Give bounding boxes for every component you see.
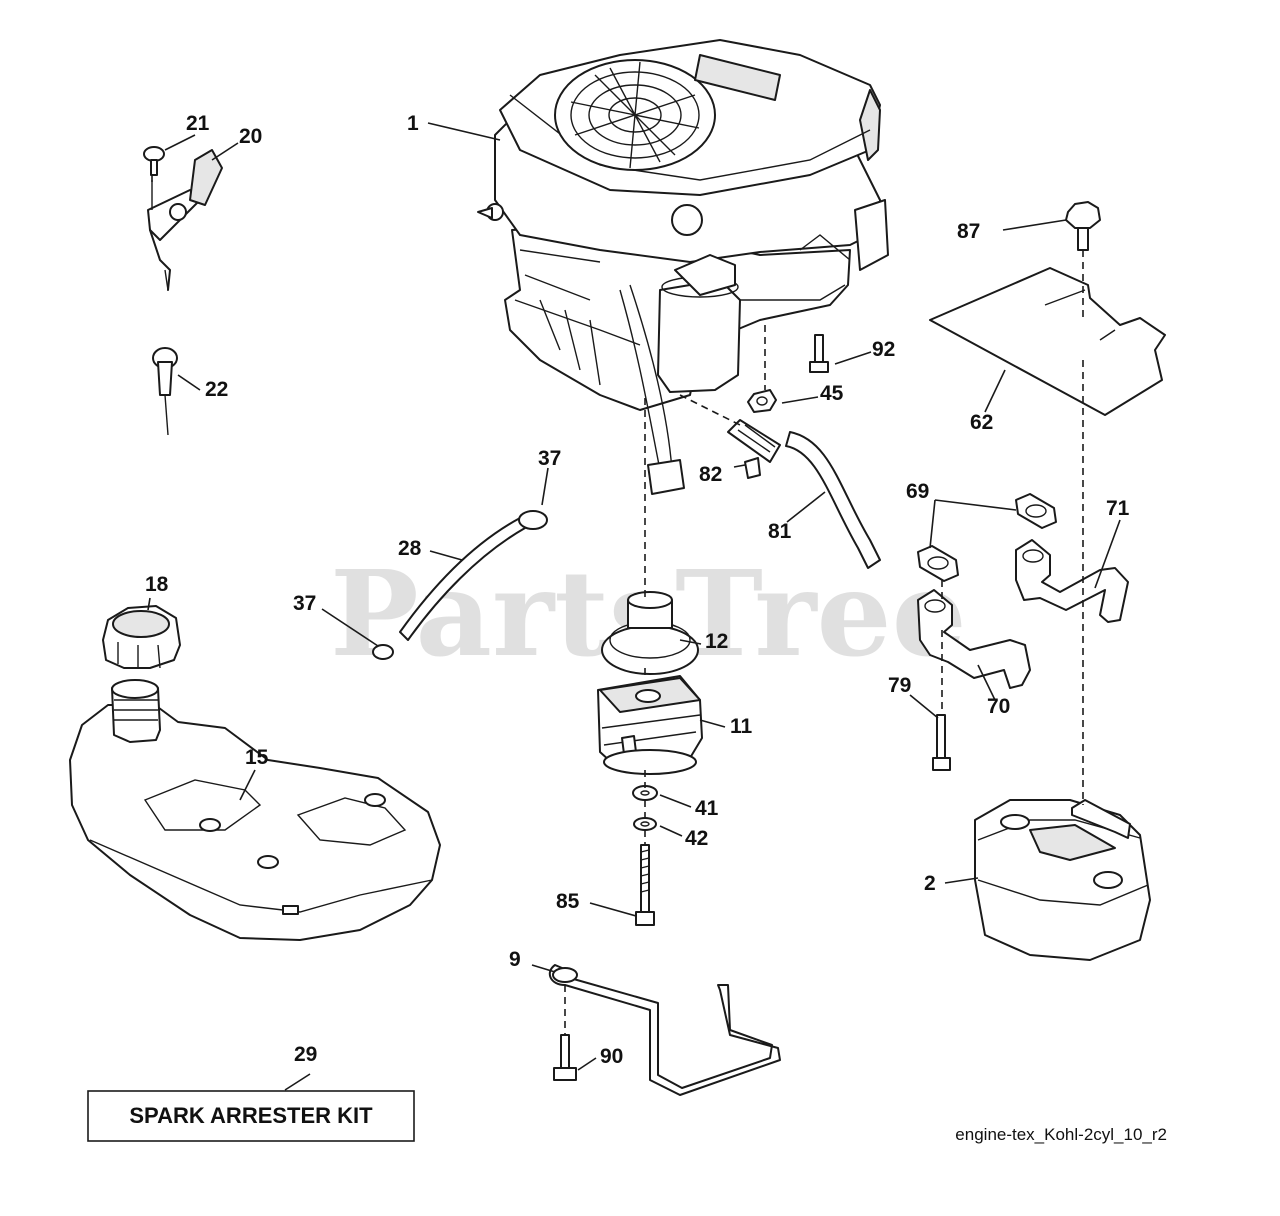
callout-12: 12 (705, 630, 728, 653)
part-81-fuel-hose[interactable] (785, 431, 881, 569)
callout-70: 70 (987, 695, 1010, 718)
part-71-exhaust-pipe[interactable] (1015, 539, 1129, 623)
callout-87: 87 (957, 220, 980, 243)
part-12-pulley[interactable] (601, 591, 699, 675)
part-15-fuel-tank[interactable] (69, 679, 441, 941)
callout-41: 41 (695, 797, 719, 820)
part-62-heat-shield[interactable] (929, 267, 1166, 416)
part-45-nut[interactable] (747, 389, 777, 413)
assembly-lines (151, 175, 1084, 1035)
callout-29: 29 (294, 1043, 317, 1066)
callout-15: 15 (245, 746, 269, 769)
part-37-clamp-upper[interactable] (518, 510, 548, 530)
part-82-fuel-filter[interactable] (727, 419, 781, 479)
callout-28: 28 (398, 537, 422, 560)
callout-90: 90 (600, 1045, 623, 1068)
part-69-gasket-a[interactable] (1015, 493, 1057, 529)
callout-37-lower: 37 (293, 592, 316, 615)
callout-92: 92 (872, 338, 895, 361)
callout-42: 42 (685, 827, 708, 850)
engine[interactable] (477, 39, 889, 495)
part-37-clamp-lower[interactable] (372, 644, 394, 660)
callout-85: 85 (556, 890, 580, 913)
callout-21: 21 (186, 112, 210, 135)
part-79-bolt[interactable] (932, 714, 951, 771)
spark-arrester-kit-box: SPARK ARRESTER KIT (87, 1090, 415, 1142)
leader-lines (147, 122, 1121, 1091)
part-92-bolt[interactable] (809, 334, 829, 373)
callout-37-upper: 37 (538, 447, 561, 470)
part-42-washer[interactable] (633, 817, 657, 831)
spark-arrester-kit-label: SPARK ARRESTER KIT (129, 1103, 373, 1128)
callout-9: 9 (509, 948, 521, 971)
part-9-mounting-bracket[interactable] (548, 964, 781, 1096)
part-85-bolt[interactable] (635, 844, 655, 926)
callout-71: 71 (1106, 497, 1130, 520)
part-90-bolt[interactable] (553, 1034, 577, 1081)
callout-22: 22 (205, 378, 228, 401)
part-87-screw[interactable] (1065, 201, 1101, 251)
part-21-screw[interactable] (143, 146, 165, 176)
callout-11: 11 (730, 715, 753, 738)
part-20-throttle-control[interactable] (147, 149, 223, 291)
callout-labels: 1 21 20 22 37 28 37 18 15 12 11 41 42 85… (145, 112, 1130, 1068)
callout-18: 18 (145, 573, 169, 596)
part-2-muffler[interactable] (974, 799, 1151, 961)
diagram-id: engine-tex_Kohl-2cyl_10_r2 (955, 1125, 1167, 1144)
callout-1: 1 (407, 112, 419, 135)
callout-79: 79 (888, 674, 911, 697)
part-41-washer[interactable] (632, 785, 658, 801)
part-18-fuel-cap[interactable] (102, 605, 181, 669)
callout-20: 20 (239, 125, 262, 148)
callout-82: 82 (699, 463, 722, 486)
callout-81: 81 (768, 520, 792, 543)
callout-69: 69 (906, 480, 929, 503)
callout-62: 62 (970, 411, 993, 434)
part-11-pto-clutch[interactable] (597, 675, 703, 775)
part-22-knob[interactable] (152, 347, 178, 436)
part-69-gasket-b[interactable] (917, 545, 959, 582)
callout-45: 45 (820, 382, 844, 405)
callout-2: 2 (924, 872, 936, 895)
